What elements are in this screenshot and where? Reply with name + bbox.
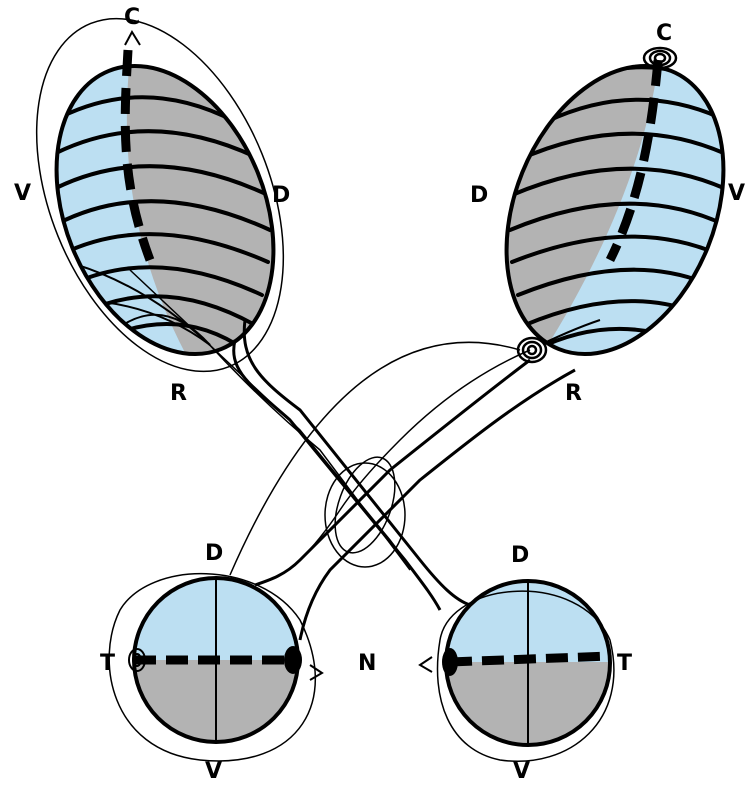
nasal-label: N xyxy=(358,651,376,676)
left-eye-optic-disc xyxy=(284,646,302,674)
left-eye-ventral-region xyxy=(120,660,320,770)
left-eye xyxy=(109,560,322,770)
right-tectum xyxy=(400,0,753,420)
left-eye-ventral-label: V xyxy=(205,759,222,780)
right-tectum-caudal-spiral xyxy=(644,48,676,68)
left-tectum-ventral-label: V xyxy=(14,181,31,206)
left-tectum xyxy=(0,0,400,420)
right-eye-temporal-label: T xyxy=(617,651,632,676)
right-eye-optic-disc xyxy=(442,648,458,676)
left-tectum-rostral-label: R xyxy=(170,381,187,406)
right-eye-ventral-label: V xyxy=(513,759,530,780)
right-tectum-ventral-label: V xyxy=(728,181,745,206)
right-eye-nasal-caret xyxy=(420,657,432,672)
left-tectum-dorsal-label: D xyxy=(272,183,290,208)
right-tectum-rostral-label: R xyxy=(565,381,582,406)
right-tectum-dorsal-label: D xyxy=(470,183,488,208)
left-eye-temporal-label: T xyxy=(100,651,115,676)
left-eye-dorsal-label: D xyxy=(205,541,223,566)
right-tectum-rostral-spiral xyxy=(518,338,546,362)
left-tectum-caret xyxy=(125,32,140,45)
left-tectum-axon-2 xyxy=(205,340,410,570)
right-eye-dorsal-label: D xyxy=(511,543,529,568)
right-eye xyxy=(420,570,640,772)
right-tectum-tract-outer xyxy=(255,360,530,585)
left-tectum-caudal-label: C xyxy=(124,5,140,30)
left-tectum-tract-outer xyxy=(244,320,470,605)
right-tectum-caudal-label: C xyxy=(656,21,672,46)
